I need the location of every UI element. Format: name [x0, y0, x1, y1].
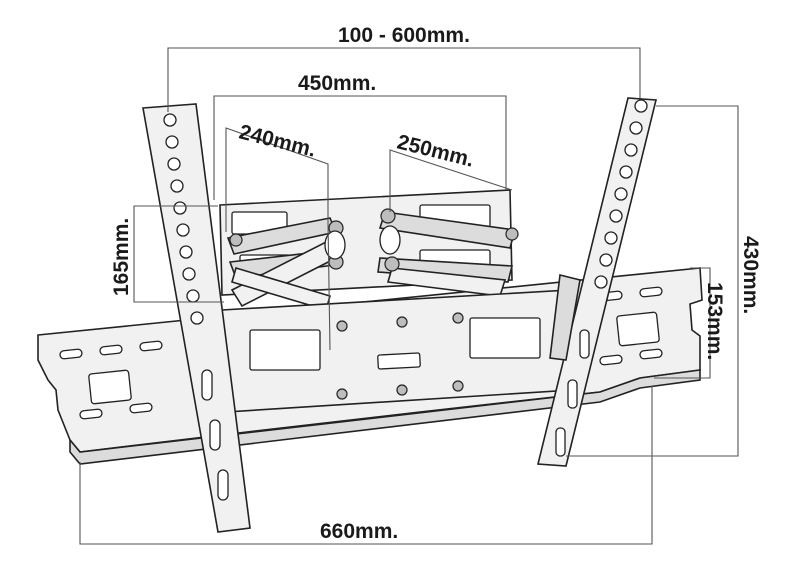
right-vertical-bracket	[536, 97, 658, 467]
left-vertical-bracket	[142, 103, 251, 533]
label-wall-plate-height: 165mm.	[110, 218, 133, 296]
center-plate	[221, 289, 573, 413]
label-arm-1: 240mm.	[237, 121, 318, 162]
label-rail-height: 153mm.	[703, 282, 726, 360]
label-wall-plate-width: 450mm.	[298, 72, 376, 95]
dimension-lines	[79, 47, 739, 545]
left-bracket-holes	[163, 113, 229, 501]
swing-arms	[226, 208, 519, 311]
label-rail-width: 660mm.	[320, 520, 398, 543]
label-vesa-width: 100 - 600mm.	[338, 24, 470, 47]
right-bracket-holes	[555, 99, 648, 457]
label-vesa-height: 430mm.	[739, 236, 762, 314]
label-arm-2: 250mm.	[395, 131, 476, 172]
